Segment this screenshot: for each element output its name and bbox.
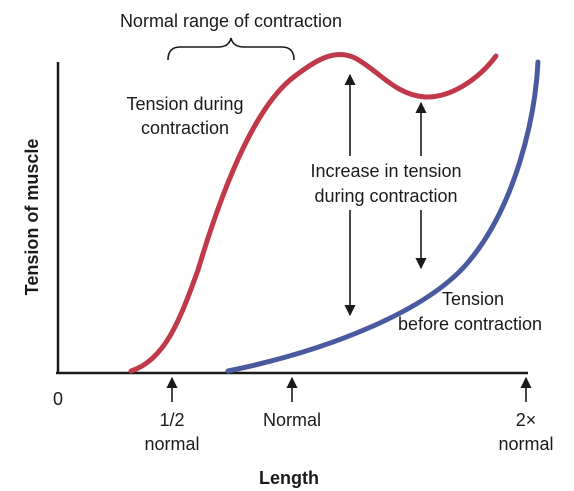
tick-label-double-normal-line1: 2× (516, 410, 537, 430)
series-line-tension-during-contraction (128, 51, 499, 374)
increase-label-line1: Increase in tension (310, 161, 461, 181)
tick-label-double-normal-line2: normal (498, 434, 553, 454)
increase-label-line2: during contraction (314, 186, 457, 206)
tick-label-half-normal-line2: normal (144, 434, 199, 454)
before-contraction-label-line1: Tension (442, 289, 504, 309)
increase-label-backdrop (294, 156, 480, 210)
during-contraction-label-line1: Tension during (126, 94, 243, 114)
series-line-tension-before-contraction (225, 59, 541, 374)
tick-label-half-normal-line1: 1/2 (159, 410, 184, 430)
x-axis-label: Length (259, 468, 319, 488)
origin-label: 0 (53, 389, 63, 409)
y-axis-label: Tension of muscle (22, 139, 42, 296)
normal-range-label: Normal range of contraction (120, 11, 342, 31)
before-contraction-label-line2: before contraction (398, 314, 542, 334)
tick-label-normal: Normal (263, 410, 321, 430)
normal-range-brace (167, 37, 295, 61)
during-contraction-label-line2: contraction (141, 118, 229, 138)
